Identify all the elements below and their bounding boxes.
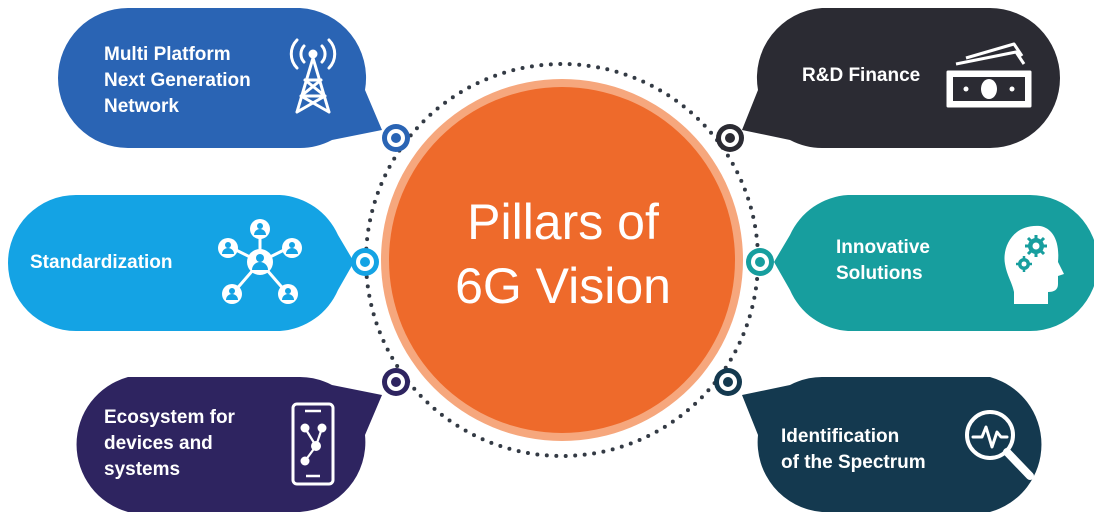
head-gears-icon <box>1004 225 1064 304</box>
connector-dot-standardization <box>351 248 379 276</box>
connector-dot-network <box>382 124 410 152</box>
pillar-label-line: devices and <box>104 433 213 454</box>
pillar-label-innovation: Innovative Solutions <box>836 235 930 287</box>
smartphone-network-icon <box>291 402 335 486</box>
connector-dot-spectrum <box>714 368 742 396</box>
pillar-label-line: Next Generation <box>104 70 251 91</box>
pillar-label-finance: R&D Finance <box>802 63 920 89</box>
magnifier-waveform-icon <box>965 410 1034 480</box>
pillar-bubble-finance <box>742 8 1060 148</box>
pillar-label-line: Innovative <box>836 237 930 258</box>
center-title-line-1: Pillars of <box>467 194 659 250</box>
center-title: Pillars of 6G Vision <box>385 190 741 318</box>
pillar-label-line: systems <box>104 459 181 480</box>
pillar-label-standardization: Standardization <box>30 250 173 276</box>
pillar-label-line: Identification <box>781 426 900 447</box>
center-circle <box>389 87 735 433</box>
pillar-label-network: Multi Platform Next Generation Network <box>104 42 251 120</box>
pillar-label-ecosystem: Ecosystem for devices and systems <box>104 405 235 483</box>
connector-dot-ecosystem <box>382 368 410 396</box>
pillar-label-line: of the Spectrum <box>781 452 926 473</box>
pillar-label-line: R&D Finance <box>802 65 921 86</box>
pillar-label-line: Ecosystem for <box>104 407 235 428</box>
pillar-bubble-network <box>58 8 382 148</box>
pillar-label-line: Solutions <box>836 263 923 284</box>
people-network-icon <box>218 219 302 304</box>
pillar-label-line: Standardization <box>30 252 173 273</box>
center-title-line-2: 6G Vision <box>455 258 671 314</box>
pillar-bubble-spectrum <box>742 377 1042 512</box>
connector-dot-finance <box>716 124 744 152</box>
pillar-label-spectrum: Identification of the Spectrum <box>781 424 926 476</box>
pillar-label-line: Network <box>104 96 179 117</box>
antenna-tower-icon <box>289 38 337 114</box>
connector-dot-innovation <box>746 248 774 276</box>
pillar-label-line: Multi Platform <box>104 44 231 65</box>
money-bills-icon <box>946 42 1032 108</box>
